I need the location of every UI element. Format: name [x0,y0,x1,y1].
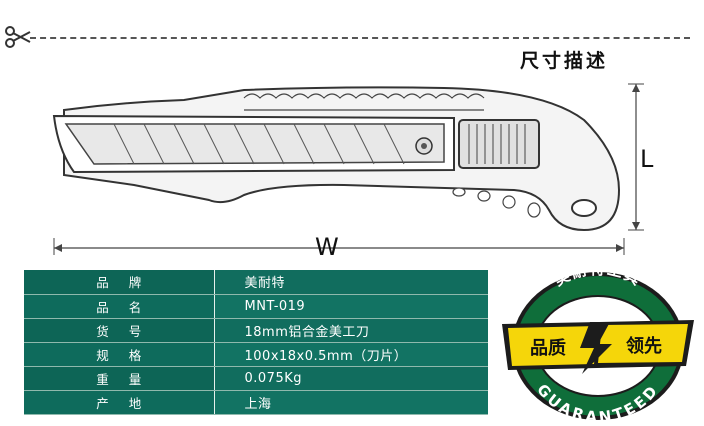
width-dimension-label: W [315,233,339,261]
scissors-icon [5,26,31,48]
spec-value-origin: 上海 [214,390,488,415]
spec-label-weight: 重量 [24,366,215,391]
spec-value-brand: 美耐特 [214,270,488,295]
spec-label-brand: 品牌 [24,270,215,295]
badge-banner-right-text: 领先 [626,335,662,357]
table-row: 品牌 美耐特 [24,270,488,295]
cut-line-divider [30,37,690,39]
table-row: 规格 100x18x0.5mm（刀片） [24,342,488,367]
spec-value-item-number: 18mm铝合金美工刀 [214,318,488,343]
spec-label-item-number: 货号 [24,318,215,343]
table-row: 品名 MNT-019 [24,294,488,319]
spec-label-product-name: 品名 [24,294,215,319]
spec-value-size: 100x18x0.5mm（刀片） [214,342,488,367]
quality-guarantee-badge: 美耐特工具 GUARANTEED 品质 领先 [502,262,694,422]
spec-table: 品牌 美耐特 品名 MNT-019 货号 18mm铝合金美工刀 规格 100x1… [24,270,488,415]
spec-value-product-name: MNT-019 [214,294,488,319]
spec-label-origin: 产地 [24,390,215,415]
spec-label-size: 规格 [24,342,215,367]
utility-knife-illustration [52,83,644,255]
table-row: 货号 18mm铝合金美工刀 [24,318,488,343]
table-row: 产地 上海 [24,390,488,415]
table-row: 重量 0.075Kg [24,366,488,391]
length-dimension-label: L [640,145,654,173]
spec-value-weight: 0.075Kg [214,366,488,391]
badge-banner-left-text: 品质 [530,338,566,359]
section-title: 尺寸描述 [520,50,609,72]
